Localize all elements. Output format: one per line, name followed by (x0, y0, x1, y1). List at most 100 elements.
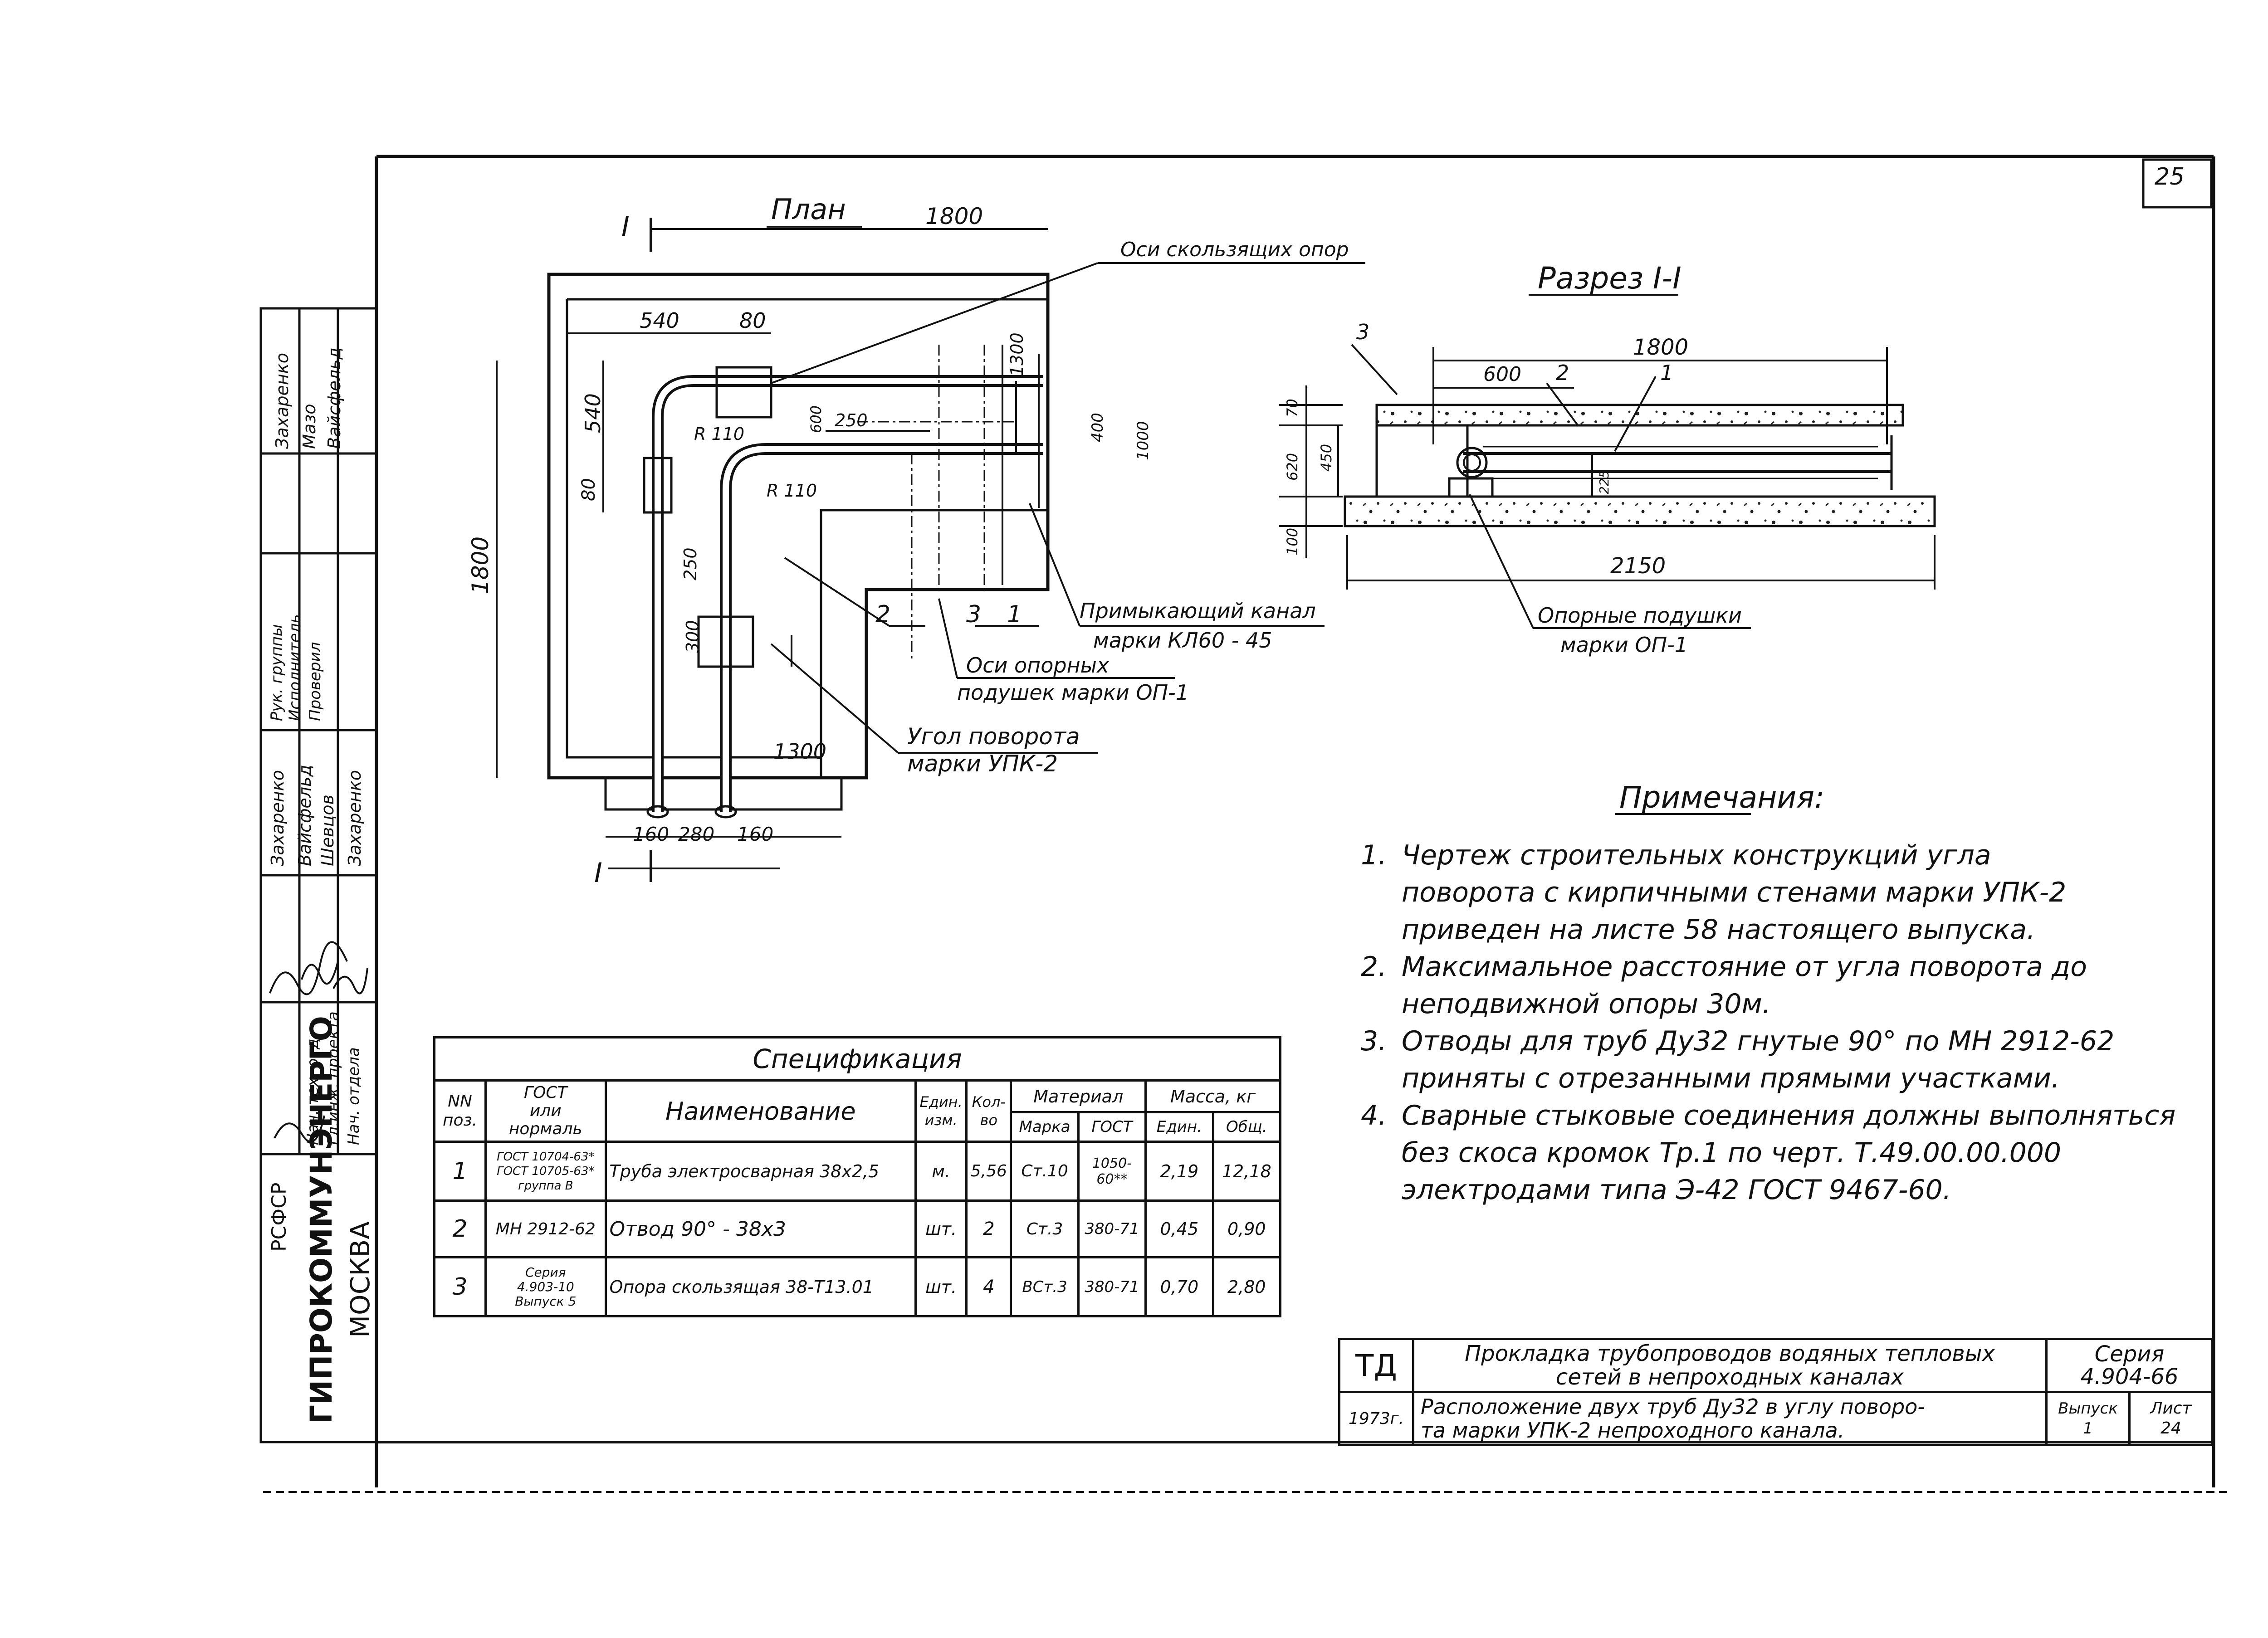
spec-cell-gost: МН 2912-62 (484, 1199, 607, 1258)
notes-block: 1.Чертеж строительных конструкций угла п… (1361, 837, 2200, 1209)
spec-cell-qty: 4 (965, 1256, 1012, 1317)
spec-cell-name: Отвод 90° - 38х3 (604, 1199, 917, 1258)
section-title: Разрез I-I (1538, 261, 1681, 296)
plan-dim-80-left: 80 (578, 478, 599, 501)
plan-section-mark-bottom: I (594, 857, 602, 889)
spec-header-mat-grade: Марка (1010, 1111, 1080, 1143)
stamp-top-name-3: Вайсфельд (324, 347, 344, 449)
plan-dim-250-b: 250 (680, 547, 700, 580)
title-block-td: ТД (1338, 1338, 1414, 1393)
spec-cell-pos: 3 (433, 1256, 487, 1317)
section-dim-600: 600 (1483, 363, 1521, 386)
section-dim-100: 100 (1284, 527, 1301, 556)
stamp-org-1: РСФСР (268, 1182, 291, 1252)
signature-scribbles (269, 941, 368, 1143)
stamp-name-1: Захаренко (268, 770, 288, 866)
side-stamp-frame (259, 307, 378, 1443)
spec-cell-mass-unit: 2,19 (1144, 1141, 1214, 1202)
spec-cell-grade: Ст.10 (1010, 1141, 1080, 1202)
stamp-top-name-2: Мазо (299, 404, 319, 449)
spec-cell-mgost: 380-71 (1077, 1199, 1147, 1258)
table-row: 2 МН 2912-62 Отвод 90° - 38х3 шт. 2 Ст.3… (433, 1199, 1282, 1258)
plan-callout-corner-1: Угол поворота (907, 723, 1080, 750)
section-callout-pads-2: марки ОП-1 (1560, 633, 1688, 657)
plan-dim-400: 400 (1089, 413, 1107, 442)
spec-header-mass-total: Общ. (1212, 1111, 1282, 1143)
plan-title: План (771, 193, 846, 226)
plan-dim-160-a: 160 (633, 823, 670, 845)
plan-pos-2: 2 (875, 601, 891, 628)
spec-cell-mgost: 1050-60** (1077, 1141, 1147, 1202)
plan-callout-pads-2: подушек марки ОП-1 (957, 680, 1189, 705)
plan-dim-1800-left: 1800 (467, 536, 494, 594)
title-block: ТД Прокладка трубопроводов водяных тепло… (1338, 1338, 2214, 1446)
plan-dim-1300-right: 1300 (1007, 332, 1027, 376)
section-dim-2150: 2150 (1610, 553, 1666, 579)
plan-dim-160-b: 160 (737, 823, 774, 845)
note-4: 4.Сварные стыковые соединения должны вып… (1361, 1100, 2176, 1206)
spec-cell-unit: м. (914, 1141, 968, 1202)
title-block-subtitle: Расположение двух труб Ду32 в углу повор… (1412, 1391, 2048, 1446)
section-dim-225: 225 (1597, 470, 1612, 494)
stamp-name-3: Шевцов (318, 795, 337, 866)
spec-cell-name: Опора скользящая 38-Т13.01 (604, 1256, 917, 1317)
note-2: 2.Максимальное расстояние от угла поворо… (1361, 951, 2087, 1020)
spec-title: Спецификация (433, 1036, 1281, 1082)
spec-cell-mass-total: 2,80 (1212, 1256, 1282, 1317)
plan-callout-sliding-supports: Оси скользящих опор (1120, 238, 1349, 261)
spec-cell-mgost: 380-71 (1077, 1256, 1147, 1317)
section-callout-pads-1: Опорные подушки (1538, 603, 1742, 628)
plan-r110-a: R 110 (694, 424, 745, 444)
title-block-year: 1973г. (1338, 1391, 1414, 1446)
spec-cell-pos: 1 (433, 1141, 487, 1202)
spec-cell-unit: шт. (914, 1256, 968, 1317)
spec-cell-gost: ГОСТ 10704-63*ГОСТ 10705-63*группа В (484, 1141, 607, 1202)
plan-dim-80-top: 80 (739, 308, 766, 333)
section-dim-1800: 1800 (1633, 335, 1689, 360)
plan-pos-3: 3 (966, 601, 982, 628)
plan-r110-b: R 110 (767, 481, 817, 501)
sheet-corner-number: 25 (2155, 163, 2185, 190)
spec-header-name: Наименование (604, 1079, 917, 1143)
spec-cell-mass-unit: 0,45 (1144, 1199, 1214, 1258)
section-pos-2: 2 (1556, 361, 1569, 385)
section-pos-1: 1 (1660, 361, 1674, 385)
section-drawing (1279, 344, 1936, 629)
stamp-role-5: Исполнитель (286, 614, 304, 721)
note-1: 1.Чертеж строительных конструкций угла п… (1361, 839, 2067, 946)
plan-pos-1: 1 (1007, 601, 1022, 628)
plan-drawing (496, 218, 1365, 882)
plan-section-mark-top: I (621, 211, 630, 243)
section-dim-450: 450 (1318, 444, 1335, 472)
section-dim-70: 70 (1284, 399, 1301, 417)
spec-cell-qty: 5,56 (965, 1141, 1012, 1202)
plan-callout-adjacent-1: Примыкающий канал (1080, 599, 1316, 623)
plan-dim-1300-bottom: 1300 (773, 739, 827, 764)
spec-header-qty: Кол-во (965, 1079, 1012, 1143)
stamp-role-4: Рук. группы (268, 624, 286, 721)
spec-cell-mass-unit: 0,70 (1144, 1256, 1214, 1317)
spec-cell-qty: 2 (965, 1199, 1012, 1258)
stamp-city: МОСКВА (345, 1221, 376, 1338)
plan-dim-540-top: 540 (640, 308, 679, 333)
stamp-name-4: Захаренко (345, 770, 365, 866)
plan-callout-adjacent-2: марки КЛ60 - 45 (1093, 628, 1272, 653)
note-3: 3.Отводы для труб Ду32 гнутые 90° по МН … (1361, 1025, 2115, 1094)
spec-header-material: Материал (1010, 1079, 1147, 1113)
plan-callout-pads-1: Оси опорных (966, 653, 1110, 678)
spec-header-mass: Масса, кг (1144, 1079, 1281, 1113)
stamp-top-name-1: Захаренко (272, 353, 292, 449)
plan-dim-600: 600 (807, 405, 825, 433)
table-row: 1 ГОСТ 10704-63*ГОСТ 10705-63*группа В Т… (433, 1141, 1282, 1202)
plan-dim-540-left: 540 (581, 393, 605, 433)
plan-dim-1000: 1000 (1134, 421, 1152, 460)
spec-cell-unit: шт. (914, 1199, 968, 1258)
